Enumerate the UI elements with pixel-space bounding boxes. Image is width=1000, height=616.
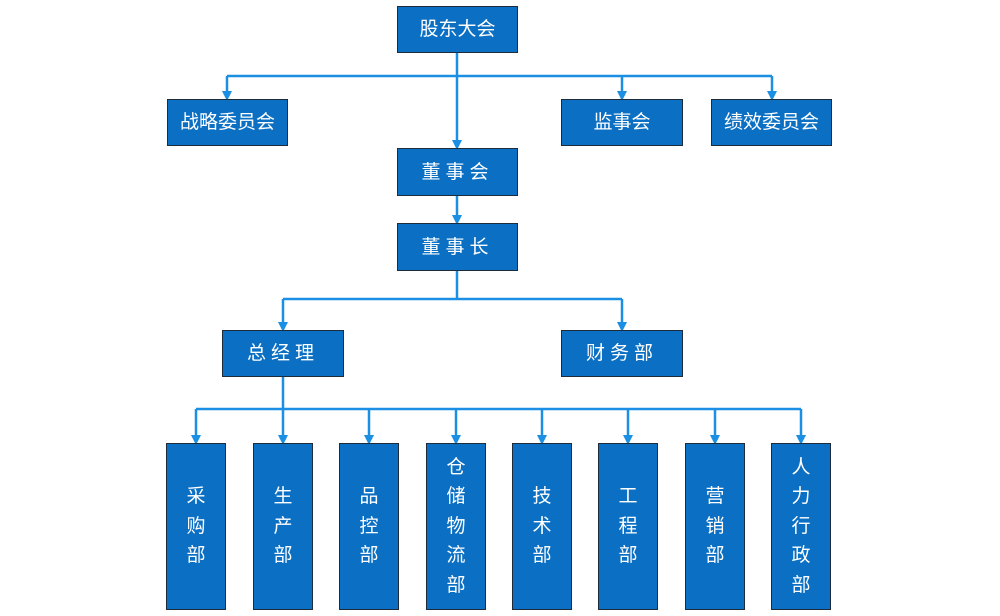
node-general-manager: 总经理 bbox=[222, 330, 344, 377]
node-dept-hr-admin: 人力行政部 bbox=[771, 443, 831, 610]
node-label: 生产部 bbox=[273, 485, 293, 567]
node-chairman: 董事长 bbox=[397, 223, 518, 271]
node-label: 财务部 bbox=[585, 342, 658, 365]
node-label: 技术部 bbox=[532, 485, 552, 567]
node-dept-technology: 技术部 bbox=[512, 443, 572, 610]
node-label: 人力行政部 bbox=[791, 455, 811, 596]
node-label: 绩效委员会 bbox=[723, 111, 819, 134]
node-label: 监事会 bbox=[593, 111, 651, 134]
node-finance-dept: 财务部 bbox=[561, 330, 683, 377]
node-label: 仓储物流部 bbox=[446, 455, 466, 596]
node-label: 董事会 bbox=[421, 160, 494, 183]
node-dept-warehouse-logistics: 仓储物流部 bbox=[426, 443, 486, 610]
node-label: 总经理 bbox=[246, 342, 319, 365]
node-board-of-directors: 董事会 bbox=[397, 148, 518, 196]
node-dept-marketing: 营销部 bbox=[685, 443, 745, 610]
node-strategy-committee: 战略委员会 bbox=[167, 99, 288, 146]
node-shareholders-meeting: 股东大会 bbox=[397, 6, 518, 53]
node-label: 董事长 bbox=[421, 235, 494, 258]
node-performance-committee: 绩效委员会 bbox=[711, 99, 832, 146]
node-label: 品控部 bbox=[359, 485, 379, 567]
node-dept-engineering: 工程部 bbox=[598, 443, 658, 610]
node-label: 股东大会 bbox=[419, 18, 496, 41]
node-label: 工程部 bbox=[618, 485, 638, 567]
node-label: 采购部 bbox=[186, 485, 206, 567]
node-supervisory-board: 监事会 bbox=[561, 99, 683, 146]
node-dept-production: 生产部 bbox=[253, 443, 313, 610]
node-label: 战略委员会 bbox=[179, 111, 275, 134]
node-dept-quality-control: 品控部 bbox=[339, 443, 399, 610]
node-label: 营销部 bbox=[705, 485, 725, 567]
node-dept-procurement: 采购部 bbox=[166, 443, 226, 610]
